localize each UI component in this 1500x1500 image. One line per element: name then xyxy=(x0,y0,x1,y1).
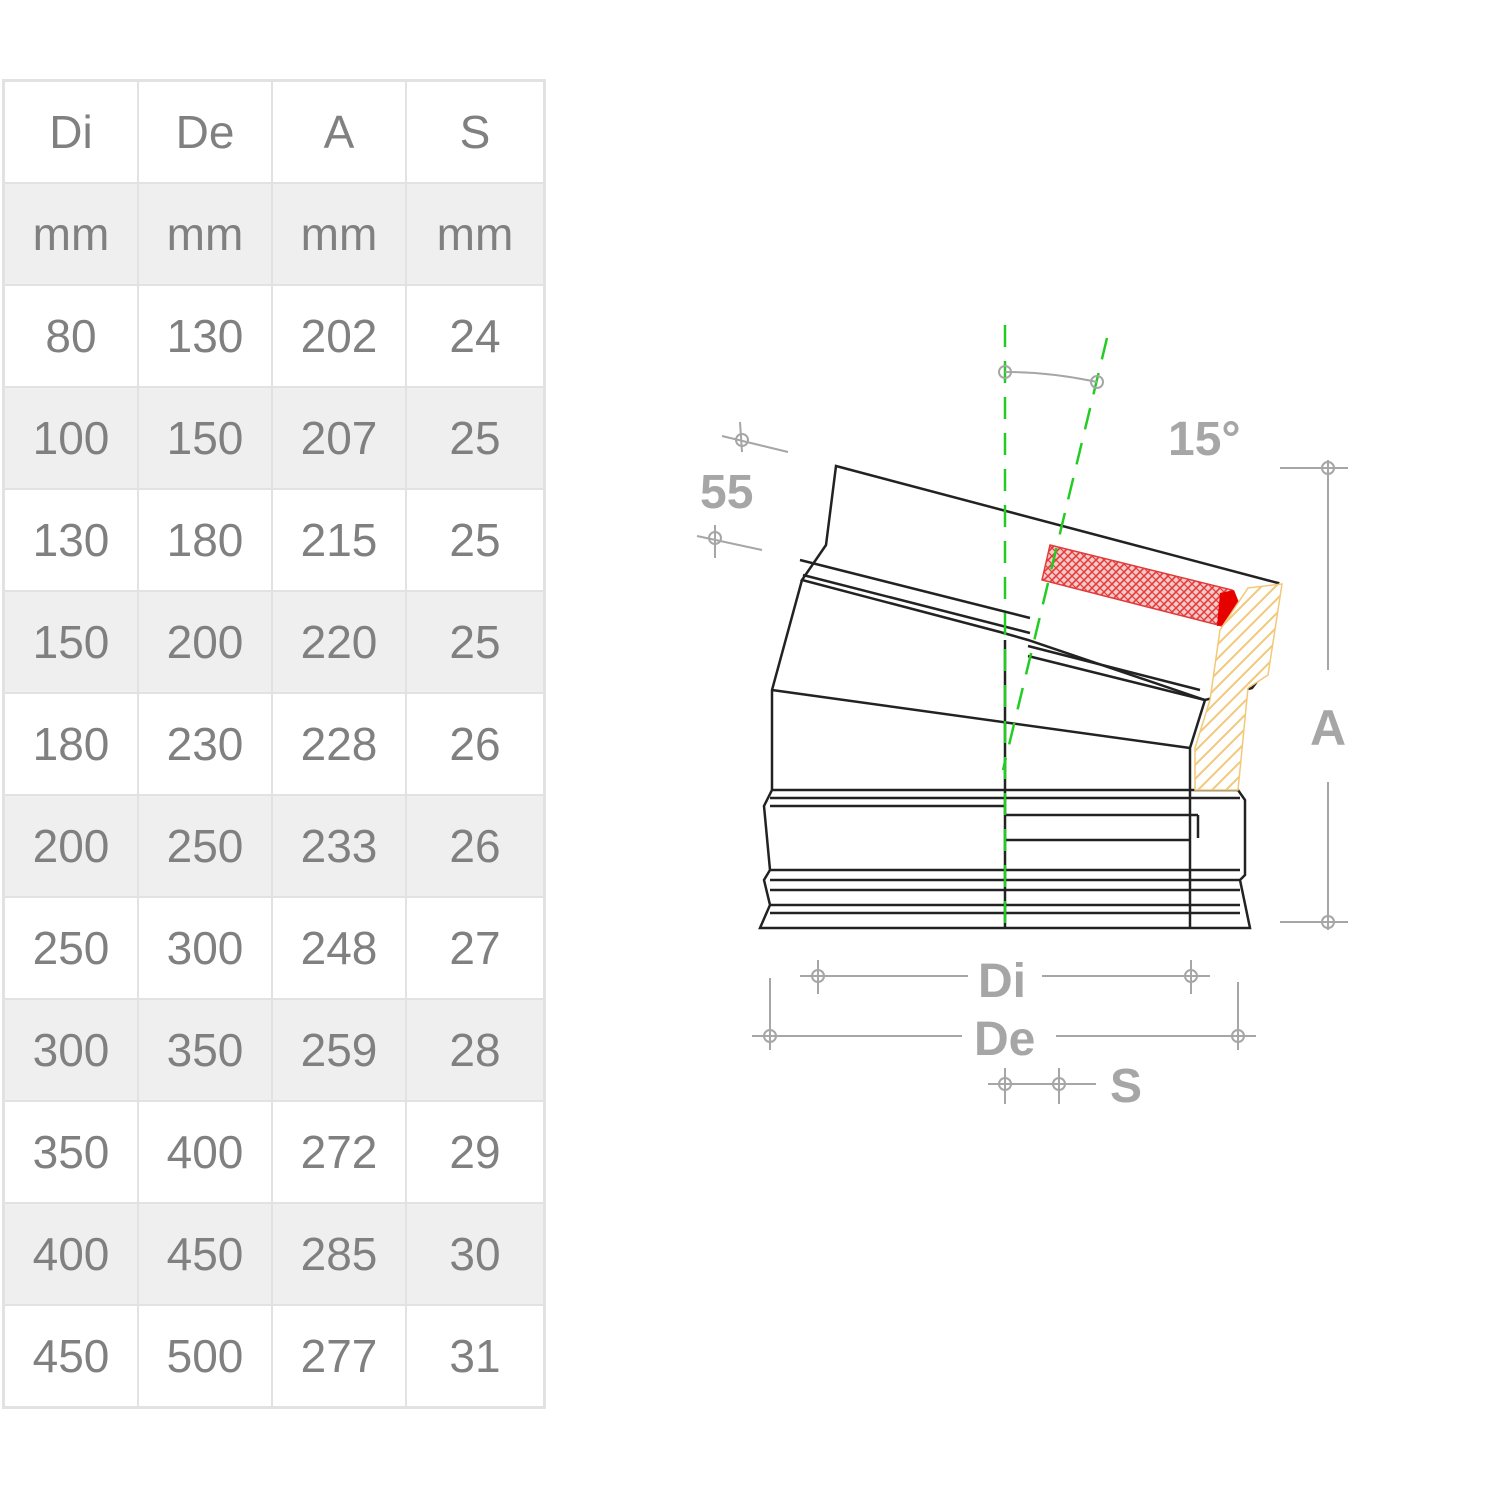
cell-s: 28 xyxy=(405,998,546,1102)
cell-di: 250 xyxy=(2,896,139,1000)
cell-a: 277 xyxy=(271,1304,407,1409)
cell-de: 230 xyxy=(137,692,273,796)
cell-s: 25 xyxy=(405,590,546,694)
insulation-layer xyxy=(1041,544,1233,627)
header-a: A xyxy=(271,79,407,184)
cell-de: 130 xyxy=(137,284,273,388)
angle-label: 15° xyxy=(1168,413,1241,466)
middle-segment xyxy=(770,579,1207,790)
cell-di: 350 xyxy=(2,1100,139,1204)
inner-step xyxy=(1003,640,1192,928)
overlap-label: 55 xyxy=(700,466,753,519)
height-label: A xyxy=(1310,700,1346,756)
cell-di: 150 xyxy=(2,590,139,694)
header-de: De xyxy=(137,79,273,184)
unit-di: mm xyxy=(2,182,139,286)
cell-a: 202 xyxy=(271,284,407,388)
unit-de: mm xyxy=(137,182,273,286)
center-axes xyxy=(1001,325,1109,928)
cell-de: 400 xyxy=(137,1100,273,1204)
cell-de: 200 xyxy=(137,590,273,694)
cell-s: 29 xyxy=(405,1100,546,1204)
inner-diameter-label: Di xyxy=(978,955,1026,1008)
overlap-dimension xyxy=(696,421,789,558)
cell-de: 450 xyxy=(137,1202,273,1306)
upper-bead xyxy=(799,558,1206,702)
cell-a: 228 xyxy=(271,692,407,796)
cell-a: 215 xyxy=(271,488,407,592)
cell-s: 31 xyxy=(405,1304,546,1409)
cell-s: 26 xyxy=(405,692,546,796)
cell-de: 500 xyxy=(137,1304,273,1409)
elbow-drawing: 15° 55 A Di De S xyxy=(696,325,1348,1113)
cell-di: 400 xyxy=(2,1202,139,1306)
cell-de: 150 xyxy=(137,386,273,490)
cell-di: 300 xyxy=(2,998,139,1102)
cell-s: 30 xyxy=(405,1202,546,1306)
cell-a: 233 xyxy=(271,794,407,898)
cell-a: 259 xyxy=(271,998,407,1102)
table-header-row: Di De A S xyxy=(2,79,546,184)
cell-di: 450 xyxy=(2,1304,139,1409)
unit-a: mm xyxy=(271,182,407,286)
unit-s: mm xyxy=(405,182,546,286)
cell-de: 180 xyxy=(137,488,273,592)
header-s: S xyxy=(405,79,546,184)
cell-s: 27 xyxy=(405,896,546,1000)
cell-s: 26 xyxy=(405,794,546,898)
table-units-row: mm mm mm mm xyxy=(2,182,546,286)
cell-di: 180 xyxy=(2,692,139,796)
diameter-dimensions xyxy=(752,960,1256,1104)
outer-diameter-label: De xyxy=(974,1013,1035,1066)
cell-de: 300 xyxy=(137,896,273,1000)
cell-s: 25 xyxy=(405,386,546,490)
cell-a: 285 xyxy=(271,1202,407,1306)
cell-di: 200 xyxy=(2,794,139,898)
cell-s: 25 xyxy=(405,488,546,592)
cell-a: 220 xyxy=(271,590,407,694)
section-hatch xyxy=(1194,583,1283,791)
cell-a: 248 xyxy=(271,896,407,1000)
cell-di: 130 xyxy=(2,488,139,592)
angle-indicator xyxy=(998,365,1104,389)
cell-di: 100 xyxy=(2,386,139,490)
elbow-outline xyxy=(758,464,1280,930)
cell-a: 207 xyxy=(271,386,407,490)
cell-s: 24 xyxy=(405,284,546,388)
header-di: Di xyxy=(2,79,139,184)
angled-axis xyxy=(1001,337,1109,771)
height-dimension xyxy=(1280,460,1348,930)
cell-di: 80 xyxy=(2,284,139,388)
thickness-label: S xyxy=(1110,1060,1142,1113)
cell-de: 350 xyxy=(137,998,273,1102)
cell-de: 250 xyxy=(137,794,273,898)
cell-a: 272 xyxy=(271,1100,407,1204)
